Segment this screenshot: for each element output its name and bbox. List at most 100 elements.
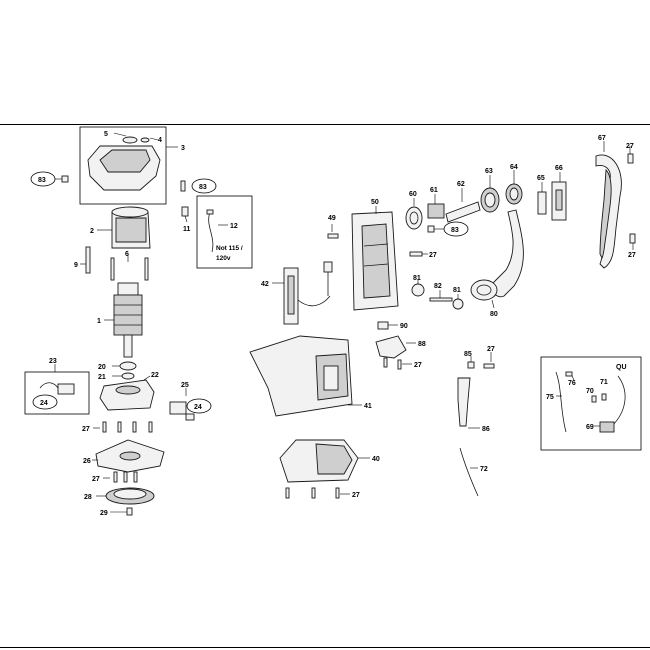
callout-24-left (32, 394, 58, 410)
label-26: 26 (83, 458, 91, 465)
label-3: 3 (181, 145, 185, 152)
label-67: 67 (598, 135, 606, 142)
bottom-border-line (0, 647, 650, 648)
clip-11 (181, 206, 189, 217)
plate-26 (95, 439, 165, 473)
terminal-71 (601, 393, 607, 401)
label-70: 70 (586, 388, 594, 395)
label-2: 2 (90, 228, 94, 235)
label-64: 64 (510, 164, 518, 171)
label-90: 90 (400, 323, 408, 330)
assembly-box-23 (24, 371, 90, 415)
label-62: 62 (457, 181, 465, 188)
ring-28 (105, 487, 155, 505)
bracket-88 (375, 335, 407, 359)
label-81-b: 81 (453, 287, 461, 294)
label-24-right: 24 (194, 404, 202, 411)
label-29: 29 (100, 510, 108, 517)
label-9: 9 (74, 262, 78, 269)
label-4: 4 (158, 137, 162, 144)
pins-27-a (102, 421, 153, 433)
label-83-right: 83 (451, 227, 459, 234)
label-82: 82 (434, 283, 442, 290)
label-81-a: 81 (413, 275, 421, 282)
label-69: 69 (586, 424, 594, 431)
wire-12 (208, 211, 214, 253)
assembly-box-12 (196, 195, 253, 269)
handle-frame-50 (351, 211, 399, 311)
label-65: 65 (537, 175, 545, 182)
motor-housing-41 (249, 335, 353, 417)
label-83-left: 83 (38, 177, 46, 184)
cord-guard-86 (457, 377, 471, 427)
pins-27-b (113, 471, 138, 483)
assembly-box-qu (540, 356, 642, 451)
power-cord-72 (459, 447, 479, 497)
field-housing (111, 206, 151, 249)
screw-6a (110, 257, 115, 281)
label-66: 66 (555, 165, 563, 172)
ring-64 (505, 183, 523, 205)
label-22: 22 (151, 372, 159, 379)
screw-27-g (627, 153, 634, 164)
label-1: 1 (97, 318, 101, 325)
assembly-box-3 (79, 126, 167, 205)
brush-holder-pin (85, 246, 91, 274)
switch-69 (599, 421, 615, 433)
switch-25 (169, 401, 187, 415)
label-12: 12 (230, 223, 238, 230)
switch-23 (39, 382, 75, 395)
label-21: 21 (98, 374, 106, 381)
label-40: 40 (372, 456, 380, 463)
label-11: 11 (183, 226, 191, 233)
terminal-76 (565, 371, 573, 377)
variant-label-qu: QU (616, 364, 627, 371)
note-voltage-1: Not 115 / (216, 245, 243, 252)
rear-handle-67 (595, 154, 622, 269)
terminal-70 (591, 395, 597, 403)
screw-27-h (629, 233, 636, 244)
screw-83 (180, 180, 186, 192)
screw-49 (327, 233, 339, 239)
cover-40 (279, 439, 359, 483)
label-71: 71 (600, 379, 608, 386)
pins-27-e (383, 357, 402, 370)
gear-housing-cover (87, 136, 161, 191)
clip-65 (537, 191, 547, 215)
bearing-20 (119, 361, 137, 371)
note-voltage-2: 120v (216, 255, 231, 262)
spindle-62 (445, 201, 481, 223)
clamp-80 (470, 279, 498, 301)
side-handle-loop (491, 209, 524, 298)
label-72: 72 (480, 466, 488, 473)
label-27-g: 27 (626, 143, 634, 150)
pins-27-c (285, 487, 340, 499)
switch-assembly-42 (283, 261, 333, 325)
ring-63 (480, 187, 500, 213)
label-27-a: 27 (82, 426, 90, 433)
label-85: 85 (464, 351, 472, 358)
label-83-mid: 83 (199, 184, 207, 191)
label-61: 61 (430, 187, 438, 194)
washer-21 (121, 372, 135, 380)
label-5: 5 (104, 131, 108, 138)
label-60: 60 (409, 191, 417, 198)
label-20: 20 (98, 364, 106, 371)
top-border-line (0, 124, 650, 125)
label-27-b: 27 (92, 476, 100, 483)
label-6: 6 (125, 251, 129, 258)
label-76: 76 (568, 380, 576, 387)
latch-66 (551, 181, 567, 221)
screw-27-f (483, 363, 495, 369)
armature (113, 282, 143, 358)
label-27-d: 27 (429, 252, 437, 259)
callout-24-right (186, 398, 212, 414)
label-49: 49 (328, 215, 336, 222)
nut-90 (377, 321, 389, 330)
label-23: 23 (49, 358, 57, 365)
callout-83-mid (191, 178, 217, 194)
washer-81a (411, 283, 425, 297)
label-25: 25 (181, 382, 189, 389)
label-50: 50 (371, 199, 379, 206)
screw-27-d (409, 251, 423, 257)
